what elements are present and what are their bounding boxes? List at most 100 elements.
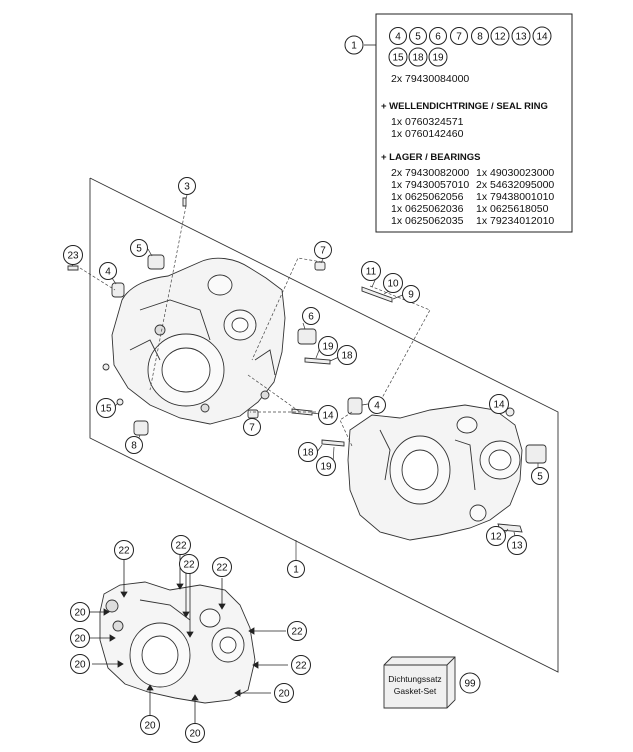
callout-c20e-label: 20	[144, 721, 156, 732]
callout-c23-label: 23	[67, 251, 79, 262]
sleeve-8	[133, 420, 149, 436]
seal-ring-5-left	[147, 254, 165, 270]
bearing-right-2: 2x 54632095000	[476, 179, 554, 191]
callout-c6-label: 6	[308, 312, 314, 323]
callout-c20a[interactable]	[70, 602, 90, 622]
callout-c3-label: 3	[184, 182, 190, 193]
bushing-4-right	[347, 397, 363, 415]
svg-text:8: 8	[477, 32, 483, 43]
right-crankcase-half	[347, 404, 523, 541]
assembly-frame	[89, 177, 559, 673]
pin-9-10-11	[361, 286, 393, 303]
gasket-kit-label-en: Gasket-Set	[394, 686, 437, 696]
pin-14-left	[291, 408, 313, 416]
callout-c18a[interactable]	[337, 345, 357, 365]
callout-c3[interactable]	[178, 177, 196, 195]
plug-7-bottom	[247, 409, 259, 419]
callout-c11-label: 11	[366, 267, 377, 278]
dashed-leaders	[79, 205, 431, 447]
plug-7-top	[314, 261, 326, 271]
callout-c18b[interactable]	[298, 442, 318, 462]
callout-c13-label: 13	[511, 541, 523, 552]
callout-c22d[interactable]	[212, 557, 232, 577]
callout-c20c[interactable]	[70, 654, 90, 674]
callout-c12[interactable]	[486, 526, 506, 546]
callout-c4b-label: 4	[374, 401, 380, 412]
bearing-right-4: 1x 0625618050	[476, 203, 549, 215]
bearings-heading: + LAGER / BEARINGS	[381, 152, 481, 163]
callout-c22e[interactable]	[287, 621, 307, 641]
callout-c22f[interactable]	[291, 655, 311, 675]
callout-99[interactable]	[459, 672, 481, 694]
callout-c14a[interactable]	[318, 405, 338, 425]
svg-text:5: 5	[415, 32, 421, 43]
callout-c22c[interactable]	[179, 554, 199, 574]
callout-c18a-label: 18	[341, 351, 353, 362]
callout-c4b[interactable]	[368, 396, 386, 414]
main-part-number: 2x 79430084000	[391, 73, 469, 85]
callout-c20d[interactable]	[274, 683, 294, 703]
svg-text:19: 19	[432, 53, 444, 64]
callout-c1b-label: 1	[293, 565, 299, 576]
callout-1-box[interactable]	[344, 35, 364, 55]
callout-c20b[interactable]	[70, 628, 90, 648]
callout-c4a[interactable]	[99, 262, 117, 280]
callout-c14a-label: 14	[322, 411, 334, 422]
callout-c20e[interactable]	[140, 715, 160, 735]
callout-c22b[interactable]	[171, 535, 191, 555]
callout-c7b[interactable]	[243, 418, 261, 436]
bottom-crankcase-view	[99, 581, 256, 704]
callout-c8[interactable]	[125, 436, 143, 454]
callout-c12-label: 12	[490, 532, 502, 543]
callout-c15[interactable]	[96, 398, 116, 418]
included-refs-row2: 15 18 19	[388, 47, 448, 67]
seal-ring-5-right	[525, 444, 547, 464]
seal-part-2: 1x 0760142460	[391, 128, 464, 140]
callout-c10-label: 10	[387, 279, 399, 290]
callout-c11[interactable]	[361, 261, 381, 281]
callout-c18b-label: 18	[302, 448, 314, 459]
callout-c7b-label: 7	[249, 423, 255, 434]
pin-14-right	[505, 407, 515, 417]
svg-text:14: 14	[536, 32, 548, 43]
svg-text:15: 15	[392, 53, 404, 64]
callout-c10[interactable]	[383, 273, 403, 293]
callout-c4a-label: 4	[105, 267, 111, 278]
callout-c5a[interactable]	[130, 239, 148, 257]
callout-c13[interactable]	[507, 535, 527, 555]
bearing-left-3: 1x 0625062056	[391, 191, 464, 203]
callout-c15-label: 15	[100, 404, 112, 415]
gasket-kit: Dichtungssatz Gasket-Set 99	[383, 656, 481, 709]
callout-c14b-label: 14	[493, 400, 505, 411]
callout-c22e-label: 22	[291, 627, 303, 638]
svg-text:13: 13	[515, 32, 527, 43]
callout-c9[interactable]	[402, 285, 420, 303]
callout-c14b[interactable]	[489, 394, 509, 414]
callout-c7a[interactable]	[314, 241, 332, 259]
svg-text:7: 7	[456, 32, 462, 43]
bushing-4-left	[111, 282, 125, 298]
stud-15b	[102, 363, 110, 371]
callout-c5b[interactable]	[531, 467, 549, 485]
callout-c7a-label: 7	[320, 246, 326, 257]
callout-c20b-label: 20	[74, 634, 86, 645]
gasket-kit-label-de: Dichtungssatz	[388, 674, 441, 684]
callout-c19a[interactable]	[318, 336, 338, 356]
callout-c22d-label: 22	[216, 563, 228, 574]
legend-box: 1 4 5 6 7 8 12 13 14 15 18 19 2x 7943008…	[344, 13, 573, 233]
svg-text:18: 18	[412, 53, 424, 64]
callout-c20c-label: 20	[74, 660, 86, 671]
bearing-6	[297, 328, 317, 345]
callout-c23[interactable]	[63, 245, 83, 265]
callout-c1b[interactable]	[287, 560, 305, 578]
bearing-left-5: 1x 0625062035	[391, 215, 464, 227]
callout-c19b-label: 19	[320, 462, 332, 473]
callout-c9-label: 9	[408, 290, 414, 301]
seal-part-1: 1x 0760324571	[391, 116, 464, 128]
callout-c20f[interactable]	[185, 723, 205, 743]
callout-c19b[interactable]	[316, 456, 336, 476]
callout-c6[interactable]	[302, 307, 320, 325]
callout-c22a[interactable]	[114, 540, 134, 560]
bottom-view-arrows	[89, 553, 288, 723]
